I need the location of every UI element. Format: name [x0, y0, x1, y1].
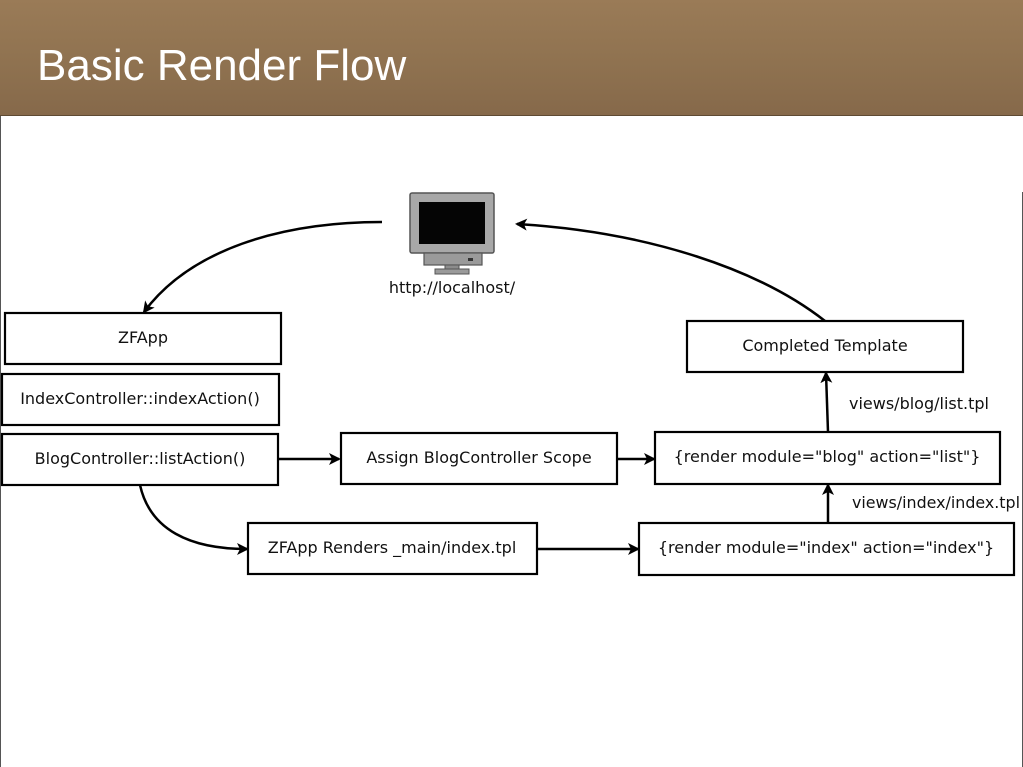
node-index-controller-label: IndexController::indexAction(): [20, 389, 260, 408]
node-zfapp-label: ZFApp: [118, 328, 168, 347]
monitor-icon: [409, 192, 495, 275]
title-bar: Basic Render Flow: [0, 0, 1023, 116]
node-render-index-box: [637, 521, 1016, 577]
node-render-blog-box: [653, 430, 1002, 486]
node-render-blog-label: {render module="blog" action="list"}: [674, 447, 981, 466]
slide-border-left: [0, 116, 1, 767]
node-assign-scope-label: Assign BlogController Scope: [366, 448, 591, 467]
node-index-controller-box: [0, 372, 281, 427]
node-zfapp-box: [3, 311, 283, 366]
node-zfapp-renders-label: ZFApp Renders _main/index.tpl: [268, 538, 517, 558]
node-completed-template-box: [685, 319, 965, 374]
node-assign-scope-box: [339, 431, 619, 486]
node-render-index-label: {render module="index" action="index"}: [658, 538, 994, 557]
arrow-browser-to-zfapp: [142, 220, 383, 314]
node-blog-controller-label: BlogController::listAction(): [35, 449, 246, 468]
node-zfapp-renders-box: [246, 521, 539, 576]
arrow-completed-to-browser: [515, 218, 826, 322]
edge-label-index-view: views/index/index.tpl: [852, 493, 1020, 512]
node-blog-controller-box: [0, 432, 280, 487]
browser-url-label: http://localhost/: [389, 278, 516, 297]
slide-title: Basic Render Flow: [37, 41, 407, 90]
arrow-render-blog-to-completed: [820, 371, 833, 433]
node-completed-template-label: Completed Template: [742, 336, 907, 355]
arrow-blog-to-zfapp-renders: [138, 484, 249, 555]
edge-label-blog-view: views/blog/list.tpl: [849, 394, 989, 413]
